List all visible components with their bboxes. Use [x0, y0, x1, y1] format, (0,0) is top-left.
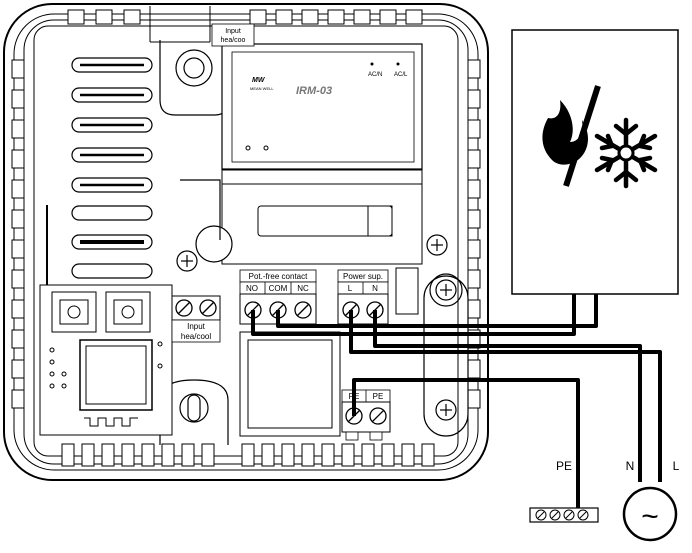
module-model: IRM-03 [296, 85, 332, 97]
module-pin-acl: AC/L [394, 72, 408, 78]
wire-n-supply [373, 310, 642, 482]
right-screw-post [423, 273, 469, 437]
mounting-screw-icon [176, 234, 448, 272]
pcb-slots [71, 57, 153, 279]
housing-bottom-teeth [61, 443, 435, 467]
ac-symbol: ~ [641, 500, 659, 533]
ac-source-icon: ~ [622, 486, 678, 542]
power-l-label: L [348, 284, 353, 293]
potfree-com-label: COM [269, 284, 288, 293]
external-pe-label: PE [556, 459, 572, 473]
top-label-line1: Input [225, 28, 241, 35]
module-brand: MW [252, 77, 266, 84]
housing-side-tabs [11, 9, 481, 409]
wire-pe [352, 378, 580, 510]
wire-com-device [276, 294, 598, 328]
top-label-line2: hea/coo [221, 37, 246, 44]
top-input-label: Input hea/coo [211, 23, 255, 47]
wires [251, 294, 662, 510]
power-n-label: N [372, 284, 378, 293]
module-pin-acn: AC/N [368, 72, 382, 78]
external-l-label: L [673, 459, 680, 473]
heat-cool-device [511, 29, 679, 295]
input-label-line1: Input [187, 322, 206, 331]
terminal-power-supply: Power sup. L N [337, 269, 389, 325]
module-brand-sub: MEAN WELL [250, 86, 274, 91]
terminal-input-heacool: Input hea/cool [171, 295, 221, 343]
power-module: MW MEAN WELL IRM-03 AC/N AC/L [221, 43, 423, 265]
top-screw-post [159, 40, 229, 116]
buzzer [180, 179, 233, 263]
potfree-label: Pot.-free contact [249, 272, 308, 281]
flame-snowflake-icon [542, 85, 658, 189]
pe-terminal-bar [529, 507, 599, 523]
external-n-label: N [626, 459, 635, 473]
pe2-label: PE [373, 392, 384, 401]
power-label: Power sup. [343, 272, 383, 281]
relay-block [239, 267, 419, 437]
wire-no-device [251, 294, 576, 336]
potfree-no-label: NO [246, 284, 258, 293]
terminal-pe: PE PE [341, 389, 391, 441]
wire-l-supply [349, 310, 662, 482]
input-label-line2: hea/cool [181, 332, 211, 341]
potfree-nc-label: NC [297, 284, 309, 293]
pcb-board [39, 284, 173, 436]
